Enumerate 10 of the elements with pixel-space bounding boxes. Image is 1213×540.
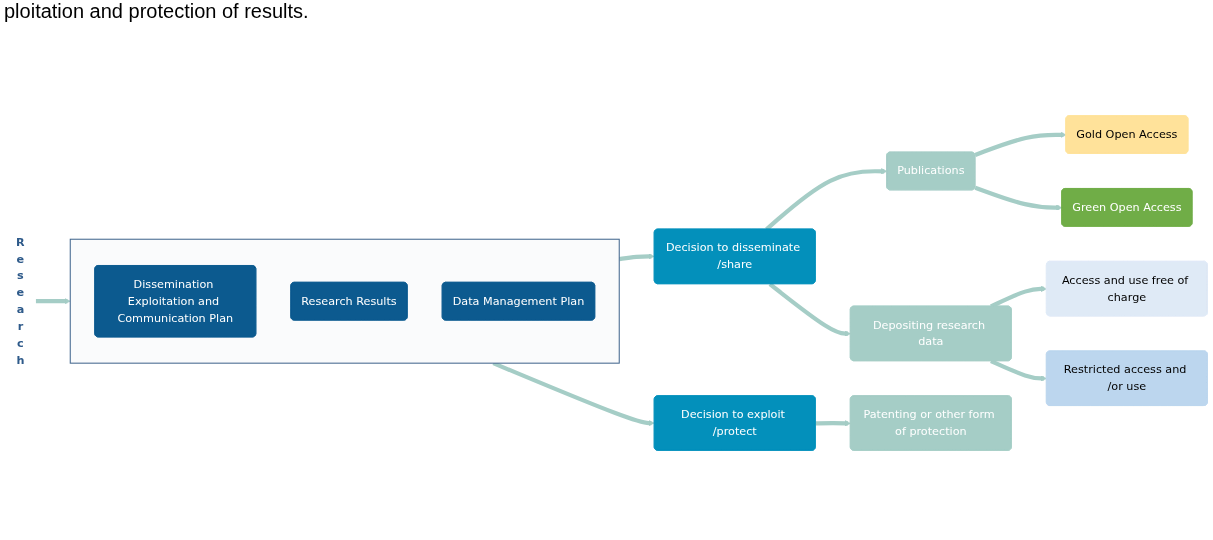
node-text: Research (16, 235, 25, 367)
arrow (974, 131, 1067, 157)
arrow (35, 298, 71, 305)
arrow (990, 359, 1047, 382)
cluster (69, 238, 620, 364)
arrow (765, 168, 888, 231)
arrow (974, 185, 1063, 211)
arrow (815, 420, 851, 427)
note-text: ploitation and protection of results. (4, 0, 309, 23)
arrow (768, 282, 851, 337)
